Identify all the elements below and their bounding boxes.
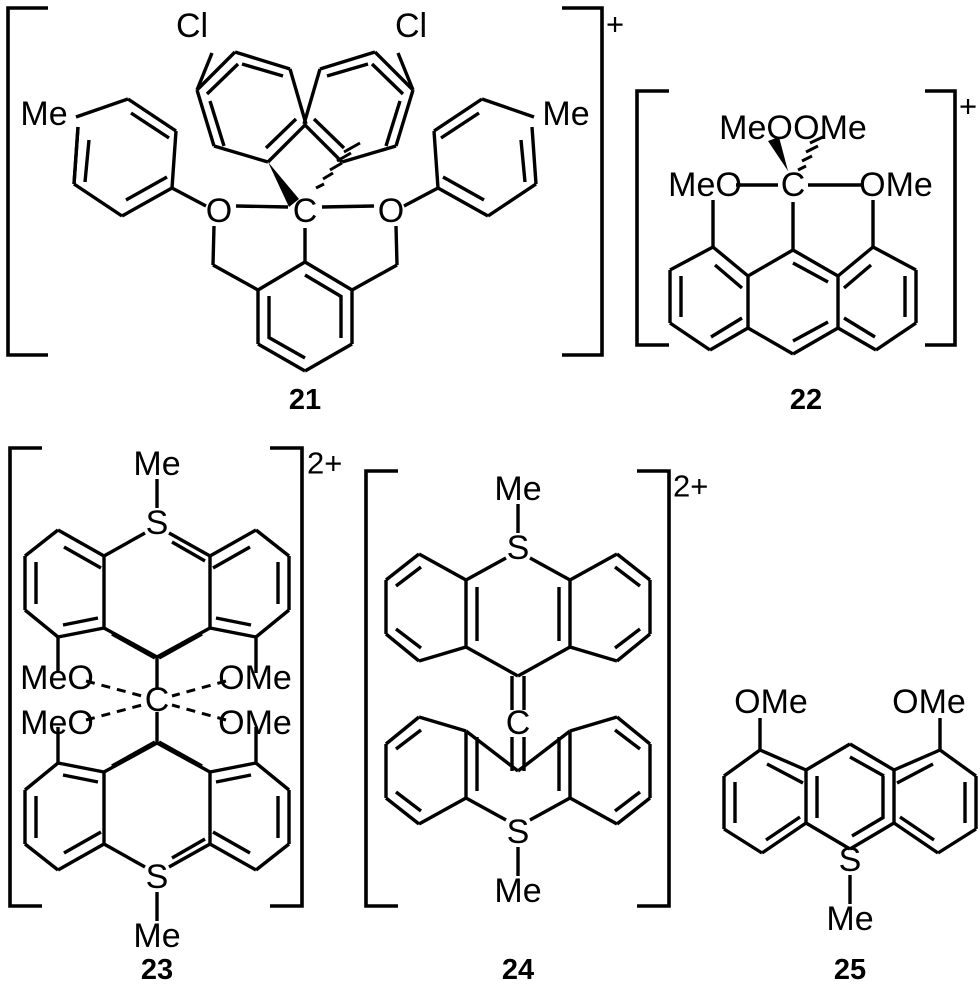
thioxanthylium-bottom-23 [23, 712, 291, 872]
wedge-bond-22 [768, 137, 788, 171]
bracket-left-22 [635, 89, 669, 347]
atom-label-c-center-22: C [781, 166, 806, 204]
atom-label-me-bottom-24: Me [494, 872, 541, 910]
compound-label-25: 25 [834, 954, 866, 985]
benzene-core-21 [256, 260, 354, 373]
atom-label-me-left-21: Me [20, 95, 67, 133]
compound-label-23: 23 [141, 954, 173, 985]
wedge-bond-left-21 [268, 162, 299, 207]
atom-label-meo-upper-22: MeO [719, 109, 793, 147]
hash-bond-right-21 [315, 141, 361, 190]
thioxanthylium-25 [722, 742, 978, 855]
bond-oleft-ch2-21 [211, 225, 216, 266]
tolyl-ring-right-21 [403, 97, 538, 218]
atom-label-c-center-24: C [506, 704, 531, 742]
dashed-bond-ul-23 [85, 679, 143, 698]
atom-label-ome-upper-22: OMe [793, 109, 867, 147]
atom-label-o-right-21: O [378, 192, 404, 230]
structure-24: 2+ Me S [364, 469, 708, 985]
atom-label-meo-left-22: MeO [668, 166, 742, 204]
atom-label-s-25: S [839, 841, 862, 879]
bracket-right-22 [925, 89, 957, 347]
atom-label-ome-right-22: OMe [859, 166, 933, 204]
compound-label-24: 24 [502, 954, 534, 985]
atom-label-ome-left-25: OMe [734, 683, 808, 721]
bond-ch2-aryl-right-21 [351, 263, 398, 292]
atom-label-ome-right-25: OMe [892, 683, 966, 721]
charge-21: + [606, 7, 624, 42]
tolyl-ring-left-21 [72, 97, 207, 218]
atom-label-me-top-24: Me [494, 470, 541, 508]
atom-label-ome-upper-right-23: OMe [218, 659, 292, 697]
atom-label-s-bottom-24: S [507, 813, 530, 851]
atom-label-s-top-24: S [507, 529, 530, 567]
bracket-right-24 [637, 469, 671, 908]
structure-21: + Me O [6, 6, 624, 416]
bracket-left-23 [8, 446, 42, 908]
charge-23: 2+ [307, 446, 342, 481]
atom-label-me-bottom-23: Me [133, 917, 180, 955]
compound-label-21: 21 [289, 384, 321, 416]
bracket-left-24 [364, 469, 398, 908]
charge-22: + [959, 89, 977, 124]
atom-label-cl-right-21: Cl [395, 7, 427, 45]
compound-label-22: 22 [790, 384, 822, 416]
atom-label-cl-left-21: Cl [176, 7, 208, 45]
chlorophenyl-left-21 [195, 50, 308, 164]
thioxanthylium-top-23 [23, 528, 291, 688]
hash-bond-22 [797, 135, 824, 172]
atom-label-c-center-21: C [293, 192, 318, 230]
bond-oleft-c-21 [235, 204, 289, 209]
atom-label-me-right-21: Me [542, 95, 589, 133]
structure-22: + MeO OMe MeO C OMe [635, 89, 977, 416]
charge-24: 2+ [673, 469, 708, 504]
bracket-right-23 [270, 446, 304, 908]
atom-label-s-bottom-23: S [146, 858, 169, 896]
thioxanthylidene-top-24 [384, 552, 652, 678]
thioxanthylidene-bottom-24 [384, 715, 652, 826]
bond-c-oright-21 [321, 204, 375, 209]
atom-label-me-top-23: Me [133, 445, 180, 483]
chlorophenyl-right-21 [302, 50, 415, 164]
structure-23: 2+ Me S [8, 445, 342, 985]
bond-oright-ch2-21 [394, 225, 399, 266]
atom-label-meo-upper-left-23: MeO [20, 659, 94, 697]
structure-25: OMe OMe [722, 683, 978, 985]
bracket-left-21 [6, 6, 48, 357]
bracket-right-21 [562, 6, 604, 357]
atom-label-s-top-23: S [146, 504, 169, 542]
atom-label-o-left-21: O [206, 192, 232, 230]
bond-ch2-aryl-left-21 [212, 263, 259, 292]
atom-label-me-25: Me [826, 900, 873, 938]
anthracene-core-22 [668, 245, 918, 356]
dashed-bond-ll-23 [85, 703, 143, 722]
